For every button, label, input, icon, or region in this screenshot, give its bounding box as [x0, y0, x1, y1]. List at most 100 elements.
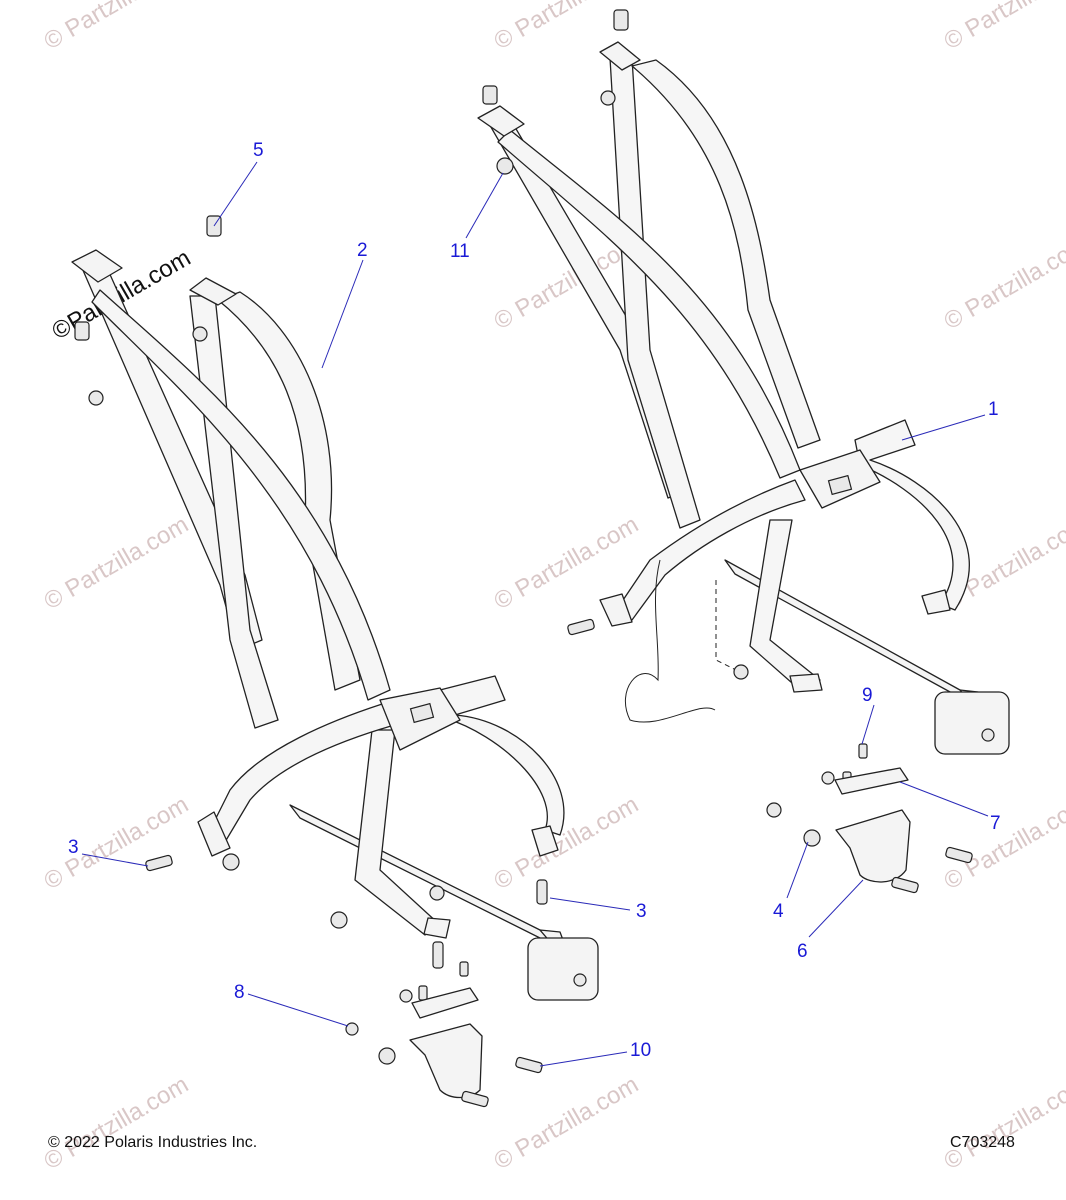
- spacer-icon: [222, 853, 240, 871]
- bolt-icon: [567, 618, 595, 636]
- nut-icon: [429, 885, 445, 901]
- left-lap-strap-right: [439, 675, 565, 836]
- bolt-icon: [945, 846, 973, 864]
- right-buckle-receiver: [934, 691, 1010, 755]
- left-anchor-tab: [423, 917, 451, 939]
- watermark: © Partzilla.com: [40, 511, 194, 615]
- leader-line-8: [247, 993, 349, 1027]
- watermark: © Partzilla.com: [40, 791, 194, 895]
- right-crotch-strap: [749, 519, 821, 691]
- nut-icon: [192, 326, 208, 342]
- callout-6: 6: [797, 941, 808, 962]
- callout-4: 4: [773, 901, 784, 922]
- callout-1: 1: [988, 399, 999, 420]
- right-hardware: [482, 9, 973, 894]
- nut-icon: [399, 989, 413, 1003]
- left-anchor-tab: [189, 277, 237, 306]
- leader-line-9: [861, 704, 875, 745]
- left-buckle-latch: [409, 702, 435, 724]
- left-anchor-tab: [71, 249, 123, 283]
- callout-8: 8: [234, 982, 245, 1003]
- nut-icon: [496, 157, 514, 175]
- right-buckle-latch: [827, 474, 853, 496]
- leader-line-1: [901, 414, 986, 441]
- right-dashed-guide: [715, 580, 741, 673]
- nut-icon: [345, 1022, 359, 1036]
- spacer-icon: [378, 1047, 396, 1065]
- right-bracket-plate: [834, 767, 909, 795]
- right-shoulder-strap-d: [497, 129, 801, 479]
- right-anchor-tab: [789, 673, 823, 693]
- leader-line-6: [808, 879, 864, 938]
- leader-line-3b: [549, 897, 631, 911]
- bolt-icon: [74, 321, 90, 341]
- diagram-code: C703248: [950, 1134, 1015, 1151]
- bolt-icon: [461, 1090, 489, 1108]
- left-buckle-receiver: [527, 937, 599, 1001]
- watermark: © Partzilla.com: [940, 791, 1066, 895]
- copyright-text: © 2022 Polaris Industries Inc.: [48, 1134, 258, 1151]
- nut-icon: [733, 664, 749, 680]
- bolt-icon: [432, 941, 444, 969]
- right-mounting-bracket: [835, 809, 911, 883]
- callout-11: 11: [450, 241, 470, 262]
- screw-icon: [418, 985, 428, 1001]
- leader-line-7: [899, 781, 989, 817]
- leader-line-10: [539, 1051, 628, 1067]
- right-anchor-tab: [921, 589, 951, 615]
- right-anchor-tab: [599, 41, 641, 71]
- watermark: © Partzilla.com: [940, 231, 1066, 335]
- watermark: © Partzilla.com: [940, 1071, 1066, 1175]
- right-anchor-tab: [477, 105, 525, 137]
- callouts: 1 2 3 3 4 5 6 7 8 9 10 11: [68, 140, 1001, 1067]
- left-mounting-bracket: [409, 1023, 483, 1099]
- left-harness: [71, 249, 599, 1001]
- left-anchor-tab: [531, 825, 559, 857]
- leader-line-2: [321, 259, 364, 369]
- nut-icon: [330, 911, 348, 929]
- left-receiver-button: [573, 973, 587, 987]
- left-hardware: [74, 215, 548, 1108]
- left-shoulder-strap-d: [91, 289, 391, 701]
- watermark: © Partzilla.com: [940, 0, 1066, 55]
- callout-5: 5: [253, 140, 264, 161]
- leader-line-11: [465, 172, 504, 239]
- watermark: © Partzilla.com: [40, 0, 194, 55]
- left-bracket-plate: [411, 987, 479, 1019]
- right-anchor-tab: [599, 593, 633, 627]
- leader-line-3a: [81, 853, 149, 867]
- callout-10: 10: [630, 1040, 651, 1061]
- right-lap-strap-left: [614, 479, 806, 621]
- right-lap-strap-right: [854, 419, 970, 611]
- callout-7: 7: [990, 813, 1001, 834]
- right-receiver-button: [981, 728, 995, 742]
- bolt-icon: [891, 876, 919, 894]
- leader-line-5: [213, 161, 258, 227]
- nut-icon: [766, 802, 782, 818]
- screw-icon: [858, 743, 868, 759]
- watermark: © Partzilla.com: [40, 1071, 194, 1175]
- right-coil-cord: [624, 559, 716, 723]
- callout-3b: 3: [636, 901, 647, 922]
- screw-icon: [459, 961, 469, 977]
- left-crotch-strap: [354, 729, 441, 936]
- watermark: © Partzilla.com: [490, 1071, 644, 1175]
- nut-icon: [821, 771, 835, 785]
- nut-icon: [88, 390, 104, 406]
- nut-icon: [600, 90, 616, 106]
- bolt-icon: [515, 1056, 543, 1074]
- bolt-icon: [482, 85, 498, 105]
- right-harness: [477, 41, 1010, 755]
- callout-2: 2: [357, 240, 368, 261]
- bolt-icon: [536, 879, 548, 905]
- bolt-icon: [613, 9, 629, 31]
- callout-3a: 3: [68, 837, 79, 858]
- bolt-icon: [145, 854, 173, 872]
- leader-line-4: [786, 841, 809, 899]
- right-shoulder-strap-c: [631, 59, 821, 449]
- left-anchor-tab: [197, 811, 231, 857]
- callout-9: 9: [862, 685, 873, 706]
- watermark: © Partzilla.com: [490, 791, 644, 895]
- spacer-icon: [803, 829, 821, 847]
